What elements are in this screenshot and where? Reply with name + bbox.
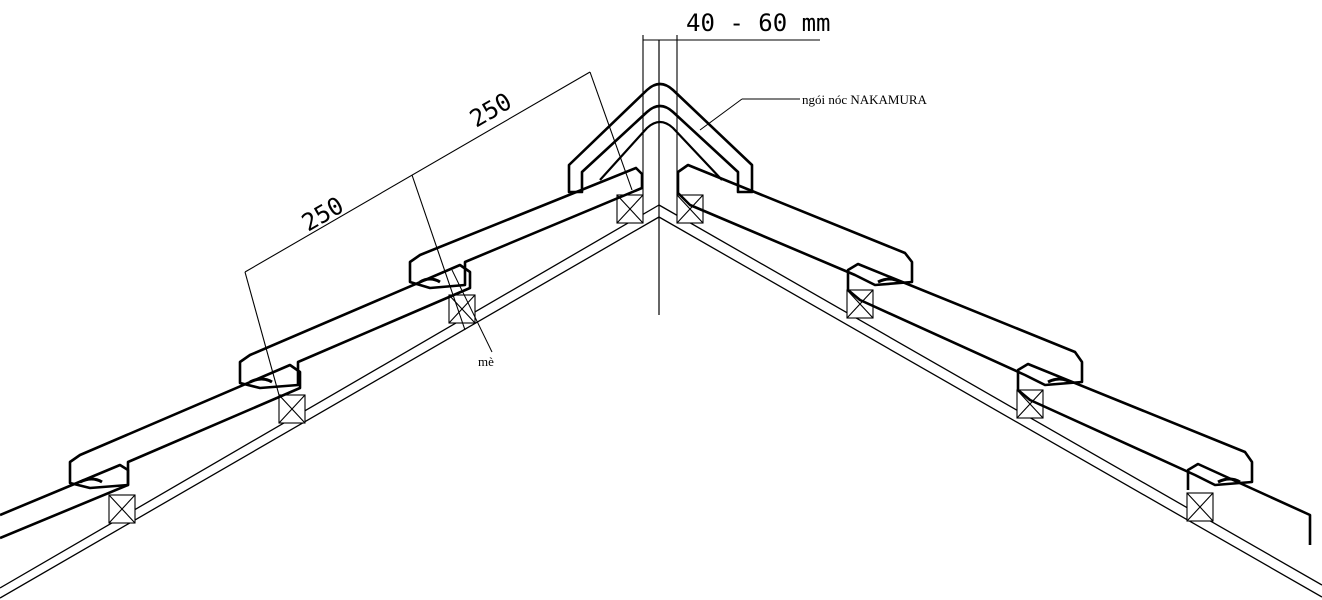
ridge-tile-leader (699, 98, 800, 131)
batten (108, 494, 136, 524)
roof-tile (1186, 462, 1312, 545)
right-roof-tiles (676, 163, 1312, 545)
roof-tile (1016, 362, 1254, 487)
dimension-lower-spacing: 250 (297, 191, 349, 237)
roof-tile (846, 262, 1084, 387)
roof-tile (238, 263, 472, 390)
batten (616, 194, 644, 224)
ridge-gap-dimension (642, 35, 820, 195)
spacing-dimensions (244, 71, 633, 396)
roof-tile (68, 363, 302, 490)
ridge-tile-label: ngói nóc NAKAMURA (802, 92, 928, 107)
left-roof-tiles (0, 166, 644, 540)
roof-tile (676, 163, 914, 287)
roof-tile (408, 166, 644, 290)
mortar-leader (451, 269, 493, 353)
batten (1186, 492, 1214, 522)
ridge-gap-label: 40 - 60 mm (686, 9, 831, 37)
battens (108, 194, 1214, 524)
batten (278, 394, 306, 424)
roof-deck-lines (0, 204, 1322, 599)
dimension-upper-spacing: 250 (465, 87, 517, 133)
mortar-label: mè (478, 354, 494, 369)
ridge-cap-tile (567, 82, 754, 194)
